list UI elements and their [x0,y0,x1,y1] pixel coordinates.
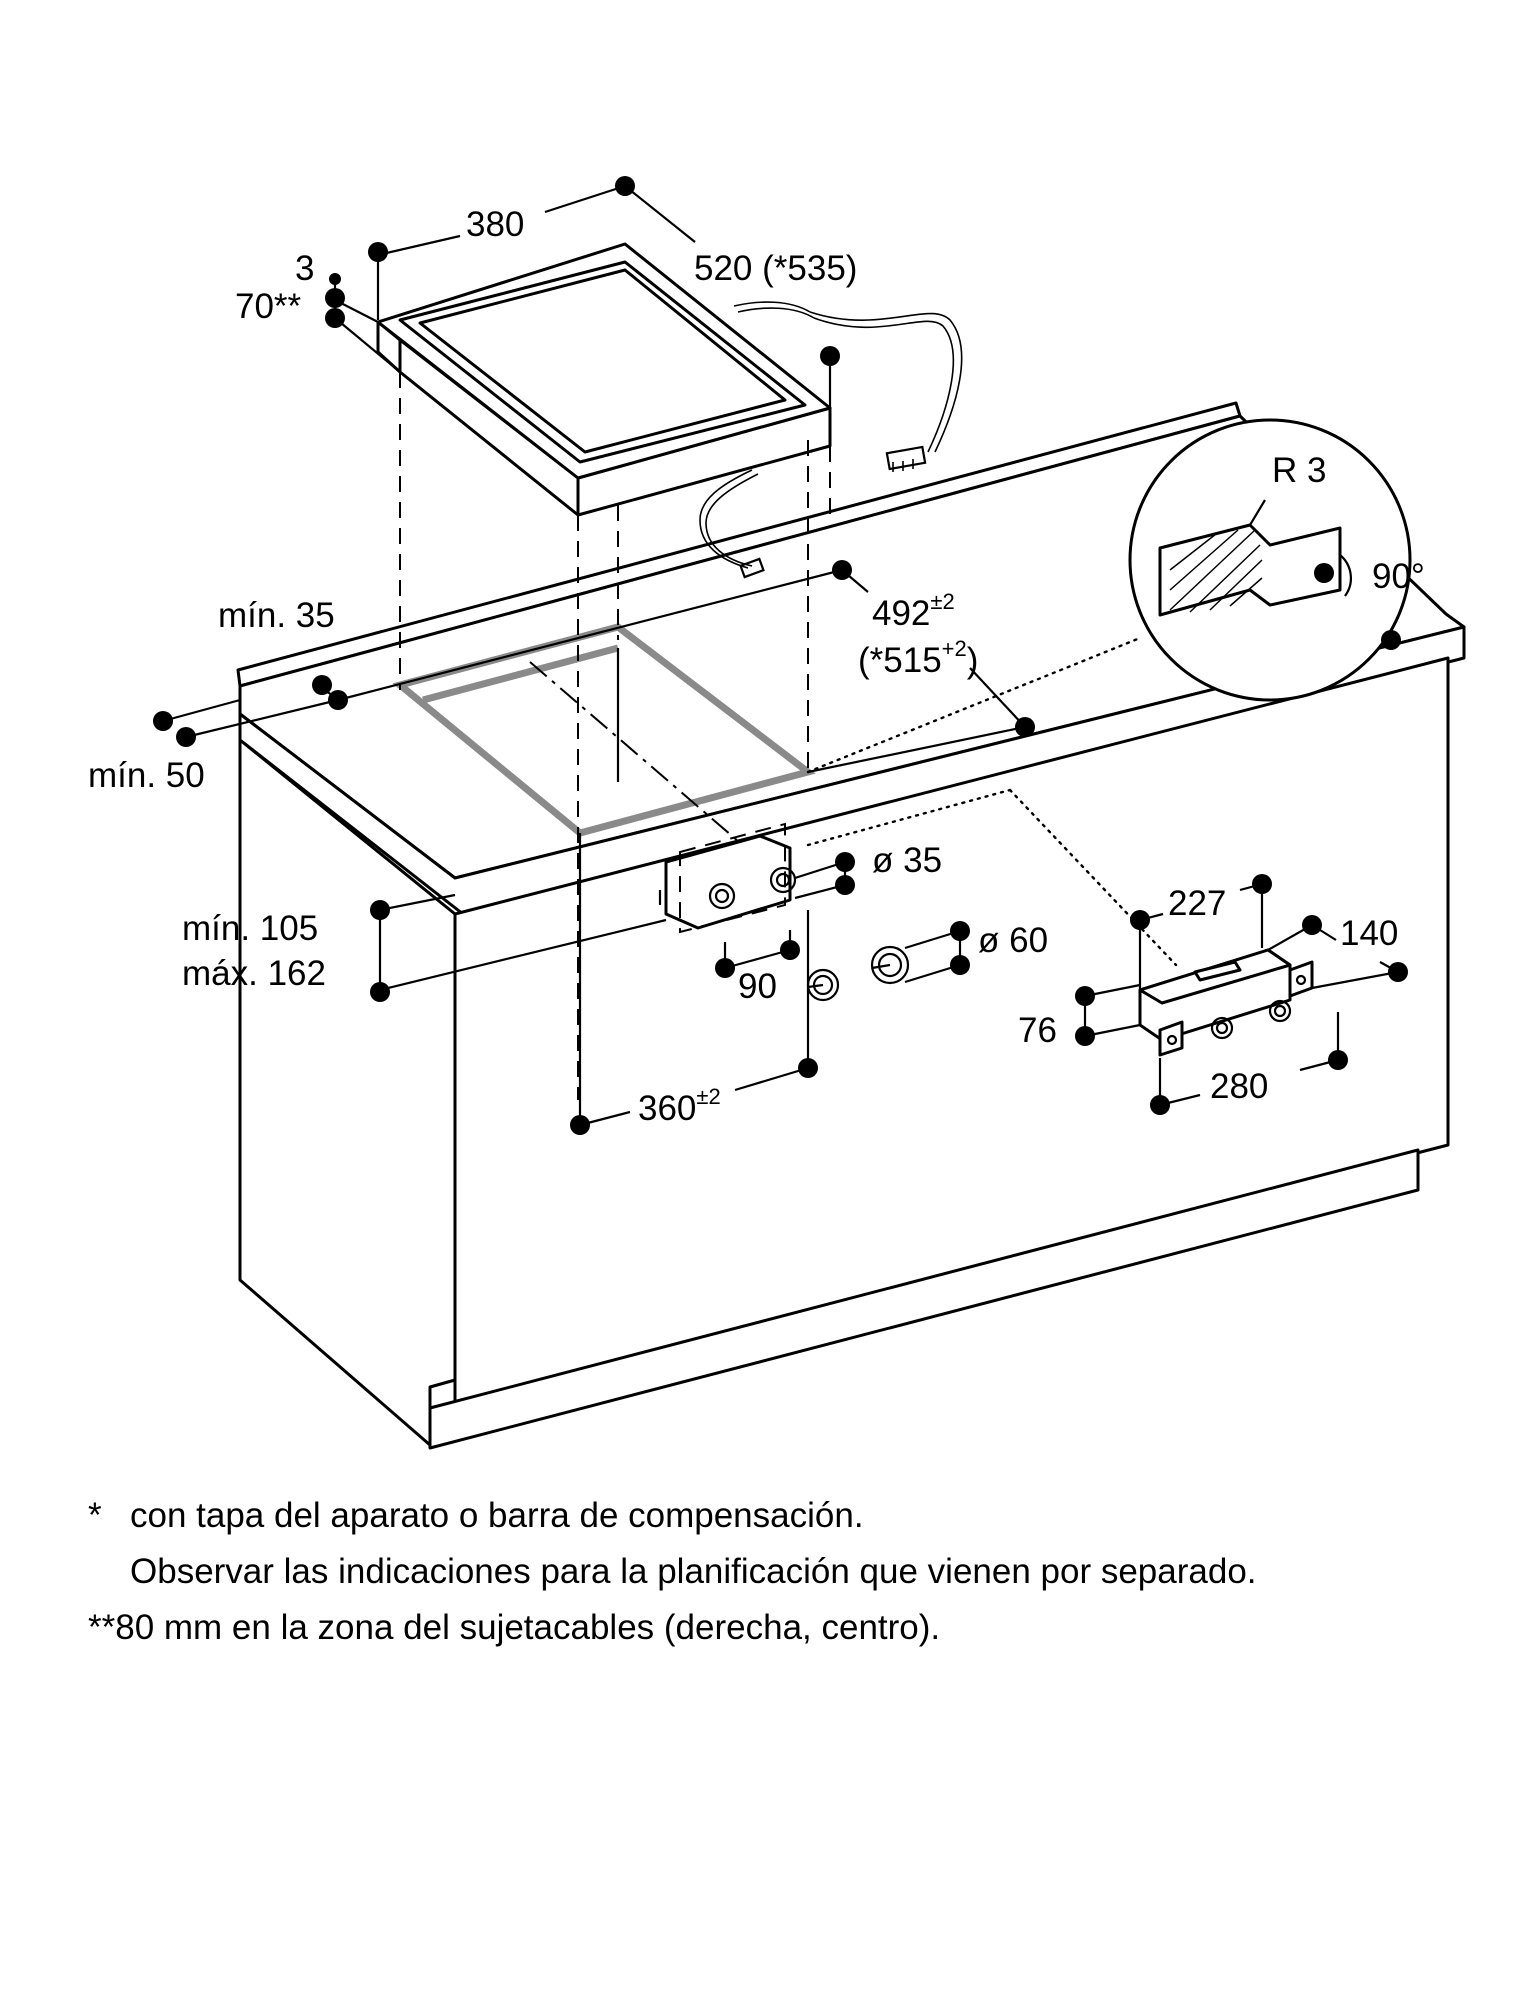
label-492: 492±2 [872,589,955,633]
label-spacing-90: 90 [738,967,777,1006]
label-70: 70** [235,287,302,326]
label-515: (*515+2) [858,636,978,680]
electronic-box [1138,948,1314,1057]
knob-back [870,945,910,985]
label-360: 360±2 [638,1084,721,1128]
label-520: 520 (*535) [694,249,857,288]
footnote-1-mark: * [88,1496,102,1535]
label-3: 3 [295,249,314,288]
control-module [658,822,910,1002]
label-280: 280 [1210,1067,1268,1106]
footnote-1: * con tapa del aparato o barra de compens… [88,1488,1508,1544]
dimension-labels: 380 520 (*535) 3 70** mín. 35 mín. 50 49… [88,205,1425,1128]
plinth [428,1148,1420,1450]
label-min-105: mín. 105 [182,909,318,948]
projection-lines [399,372,831,1100]
label-hole-60: ø 60 [978,921,1048,960]
label-76: 76 [1018,1011,1057,1050]
footnote-1-text: con tapa del aparato o barra de compensa… [130,1496,864,1535]
label-radius: R 3 [1272,451,1326,490]
footnote-3: **80 mm en la zona del sujetacables (der… [88,1608,941,1647]
appliance-hob [376,242,963,579]
footnote-2: Observar las indicaciones para la planif… [130,1552,1257,1591]
label-hole-35: ø 35 [872,841,942,880]
label-380: 380 [466,205,524,244]
label-max-162: máx. 162 [182,954,326,993]
label-227: 227 [1168,884,1226,923]
label-140: 140 [1340,914,1398,953]
dimension-dots [153,176,1408,1135]
installation-diagram: 380 520 (*535) 3 70** mín. 35 mín. 50 49… [88,176,1466,1450]
footnotes: * con tapa del aparato o barra de compens… [88,1488,1508,1656]
detail-circle [1128,418,1412,702]
label-angle: 90° [1372,557,1425,596]
label-min-35: mín. 35 [218,596,335,635]
label-min-50: mín. 50 [88,756,205,795]
